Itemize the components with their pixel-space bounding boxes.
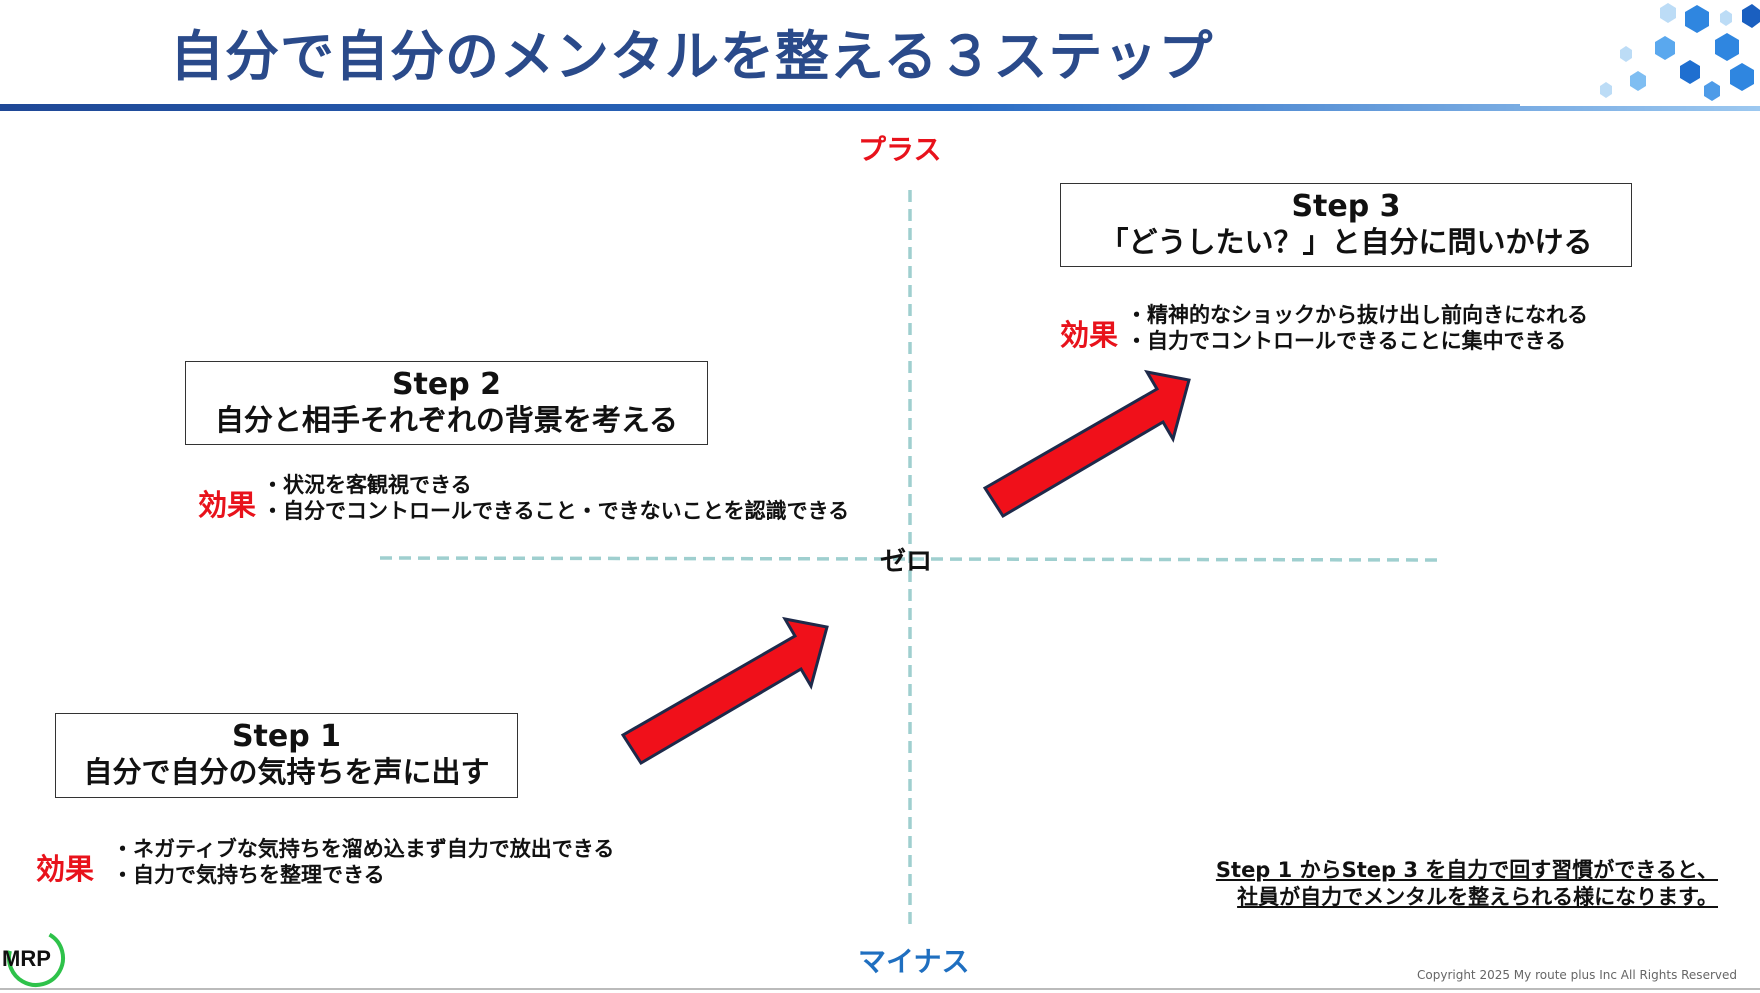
step3-box: Step 3 「どうしたい？」と自分に問いかける (1060, 183, 1632, 267)
axis-label-zero: ゼロ (880, 547, 933, 577)
axis-label-plus: プラス (858, 133, 942, 166)
step1-text: 自分で自分の気持ちを声に出す (83, 755, 490, 789)
step2-text: 自分と相手それぞれの背景を考える (214, 403, 679, 437)
summary-line-2: 社員が自力でメンタルを整えられる様になります。 (1237, 885, 1718, 909)
title-underline (0, 104, 1760, 111)
copyright-text: Copyright 2025 My route plus Inc All Rig… (1417, 968, 1737, 982)
list-item: ・精神的なショックから抜け出し前向きになれる (1126, 303, 1588, 327)
step1-effect-label: 効果 (36, 852, 95, 886)
list-item: ・自力で気持ちを整理できる (112, 863, 385, 887)
step2-title: Step 2 (391, 367, 502, 402)
logo-text: MRP (2, 946, 51, 971)
arrow-step1-to-zero (620, 616, 829, 766)
list-item: ・状況を客観視できる (262, 473, 472, 497)
axis-label-minus: マイナス (858, 945, 970, 978)
mrp-logo: MRP (2, 929, 65, 987)
arrow-zero-to-step3 (982, 369, 1191, 519)
page-title: 自分で自分のメンタルを整える３ステップ (170, 25, 1214, 88)
list-item: ・ネガティブな気持ちを溜め込まず自力で放出できる (112, 837, 615, 861)
step3-effect-label: 効果 (1060, 318, 1119, 352)
list-item: ・自分でコントロールできること・できないことを認識できる (262, 499, 850, 523)
step1-box: Step 1 自分で自分の気持ちを声に出す (55, 713, 518, 798)
step2-box: Step 2 自分と相手それぞれの背景を考える (185, 361, 708, 445)
horizontal-axis-line (379, 556, 1441, 562)
list-item: ・自力でコントロールできることに集中できる (1126, 329, 1567, 353)
step2-effect-label: 効果 (198, 488, 257, 522)
bottom-divider (0, 988, 1760, 990)
step3-effect-list: ・精神的なショックから抜け出し前向きになれる ・自力でコントロールできることに集… (1126, 302, 1588, 354)
summary-note: Step 1 からStep 3 を自力で回す習慣ができると、 社員が自力でメンタ… (1214, 857, 1718, 911)
summary-line-1: Step 1 からStep 3 を自力で回す習慣ができると、 (1215, 858, 1718, 882)
step1-effect-list: ・ネガティブな気持ちを溜め込まず自力で放出できる ・自力で気持ちを整理できる (112, 836, 614, 888)
step3-title: Step 3 (1291, 189, 1401, 224)
hexagon-decoration-icon (1520, 0, 1760, 106)
step2-effect-list: ・状況を客観視できる ・自分でコントロールできること・できないことを認識できる (262, 472, 849, 524)
step3-text: 「どうしたい？」と自分に問いかける (1099, 225, 1593, 259)
step1-title: Step 1 (231, 719, 342, 754)
